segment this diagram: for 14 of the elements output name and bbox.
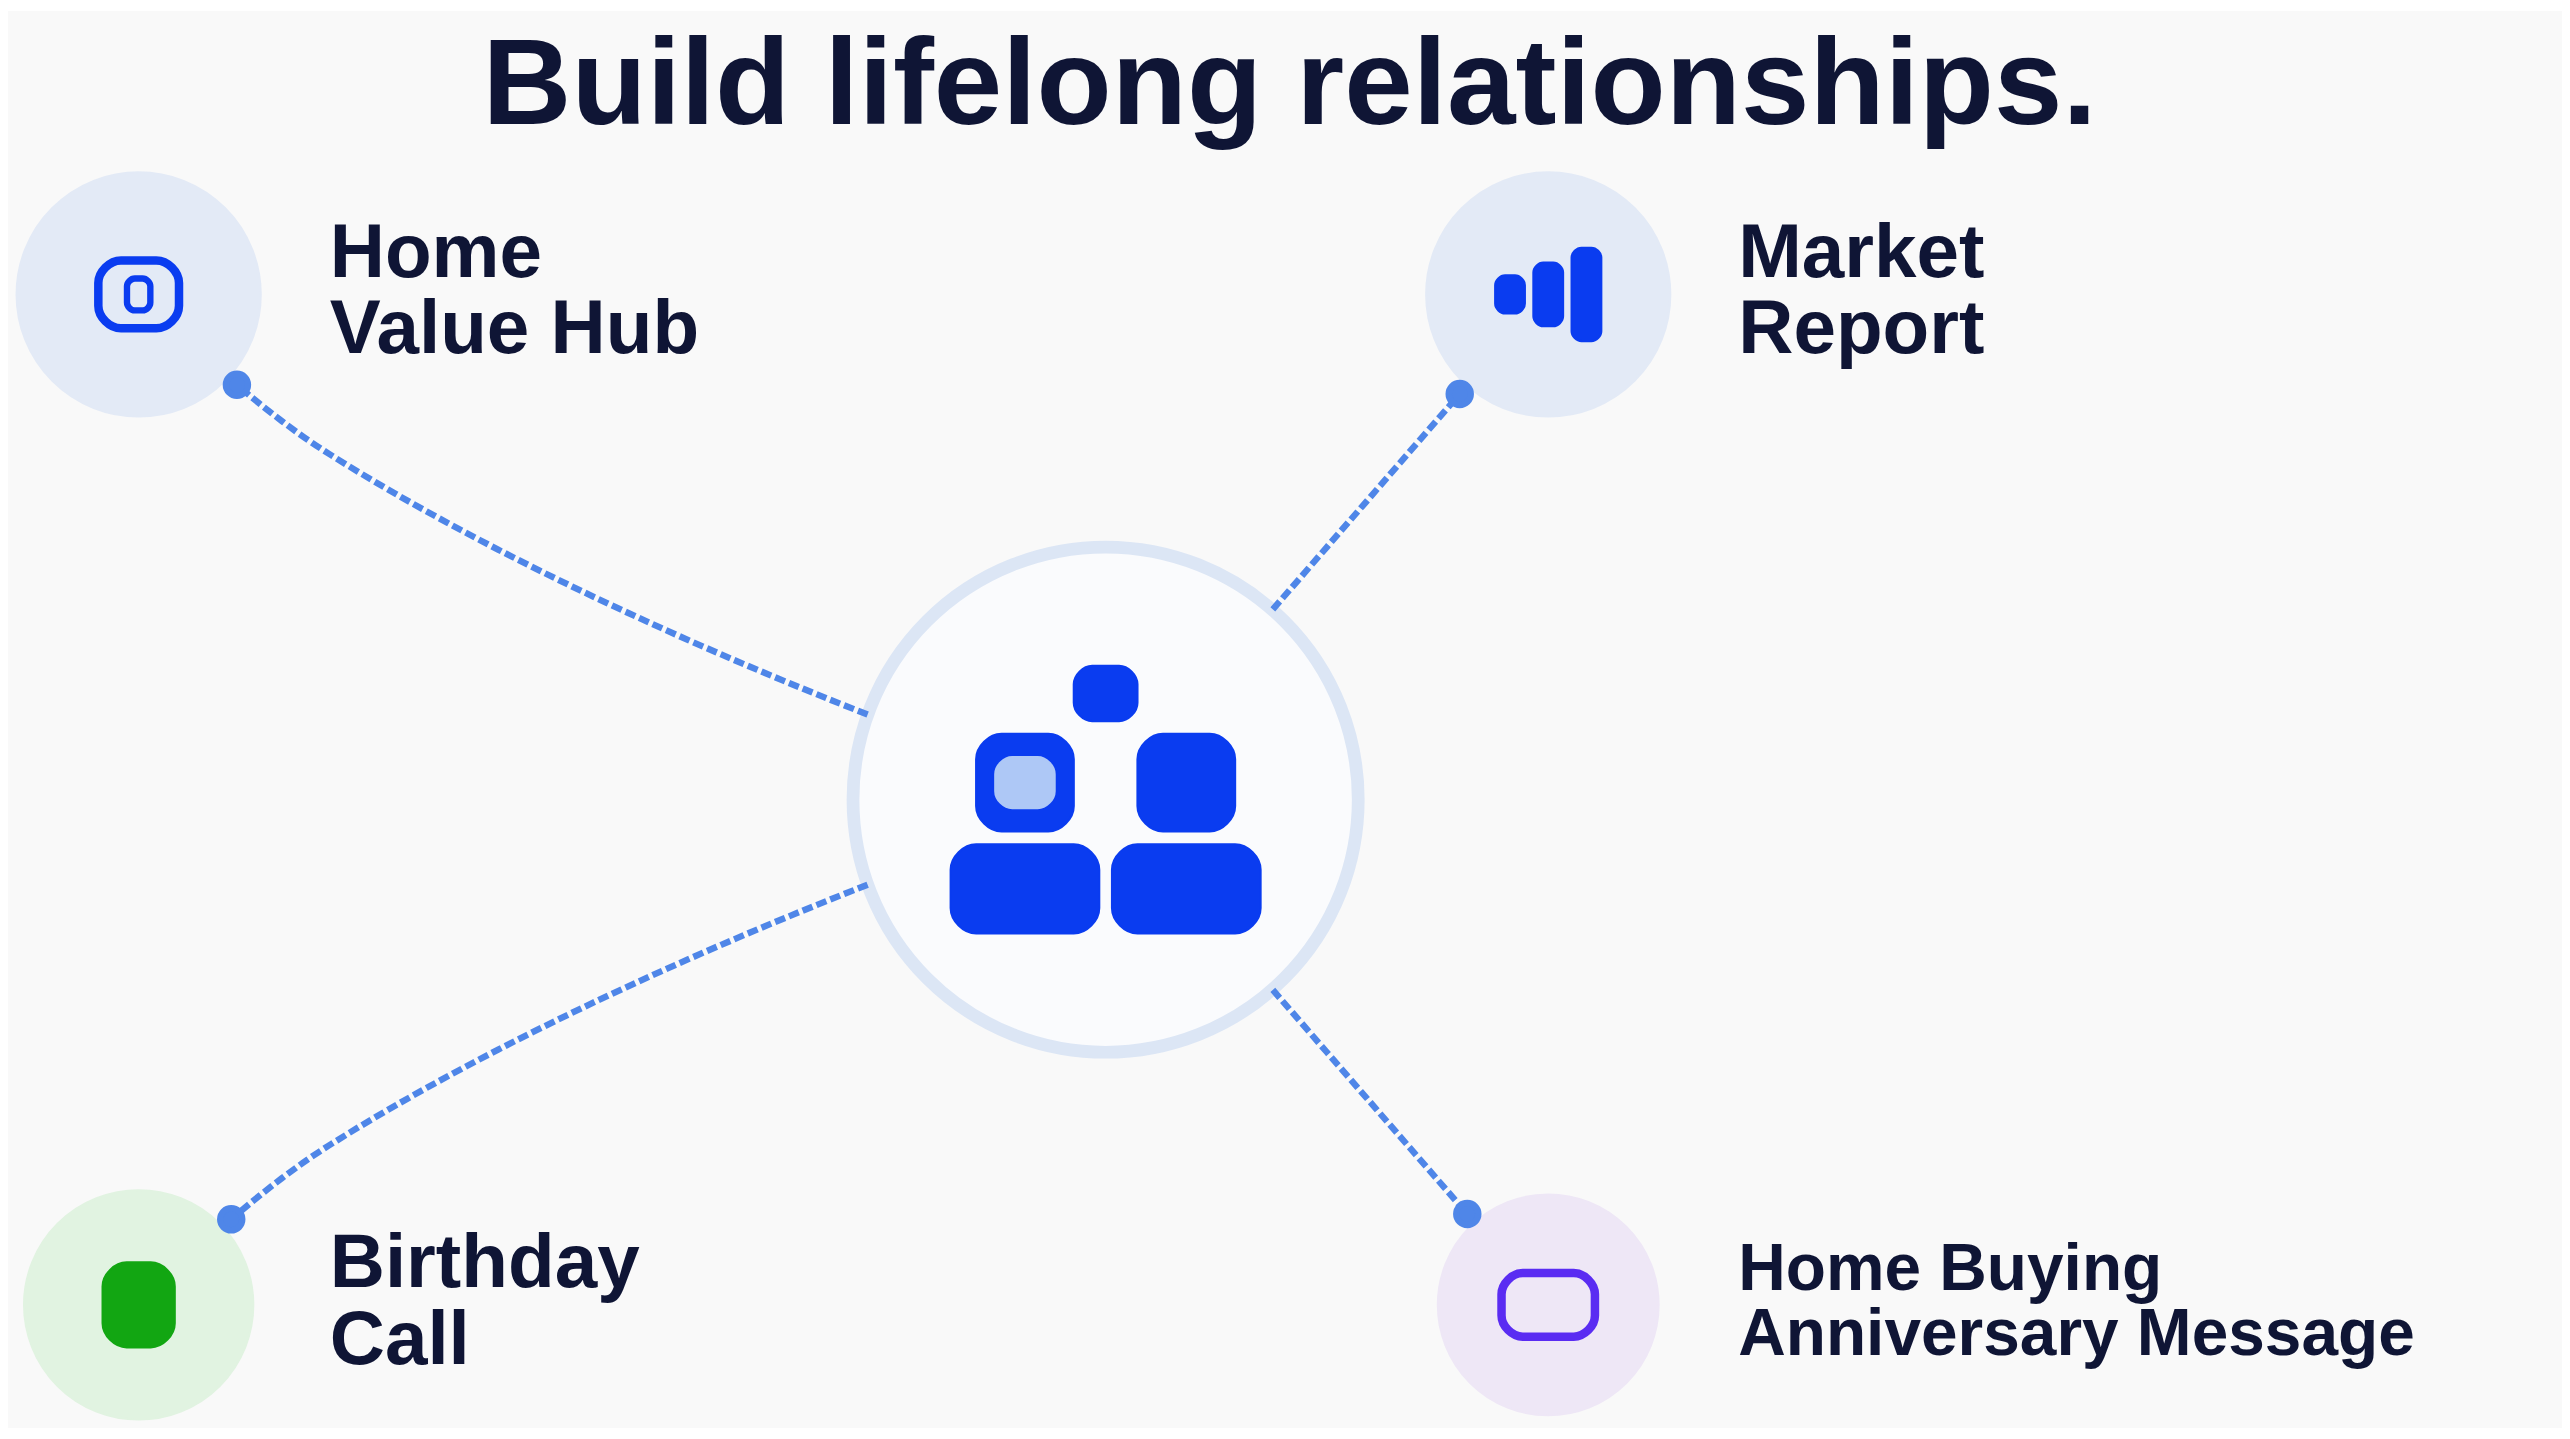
node-picture [15,171,262,418]
node-label: Market Report [1738,207,1985,370]
node-picture [1436,1193,1660,1417]
node-picture [22,1189,255,1421]
connector [217,881,869,1234]
node-label: Birthday Call [329,1218,640,1380]
node-label: Home Buying Anniversary Message [1738,1229,2415,1370]
node-picture [1425,171,1672,418]
connector [222,370,869,718]
connector [1270,379,1474,612]
diagram-title: Build lifelong relationships. [482,13,2097,151]
connector [1270,987,1482,1229]
node-label: Home Value Hub [329,207,700,370]
node-picture [846,540,1365,1059]
